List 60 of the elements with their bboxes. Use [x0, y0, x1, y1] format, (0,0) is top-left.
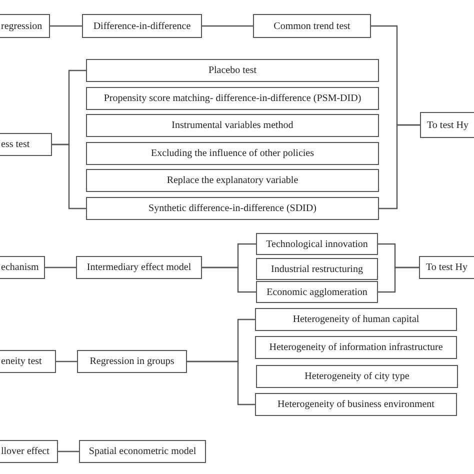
process-box — [0, 133, 52, 156]
box-label: ess test — [1, 139, 30, 150]
process-box — [255, 308, 457, 331]
process-box — [256, 281, 378, 303]
connector-line — [56, 360, 77, 362]
process-box — [253, 14, 371, 38]
connector-line — [45, 266, 76, 268]
box-label: Heterogeneity of business environment — [278, 399, 434, 410]
box-label: eneity test — [1, 356, 42, 367]
box-label: Spatial econometric model — [88, 446, 196, 457]
process-box — [0, 256, 45, 279]
box-label: Replace the explanatory variable — [166, 175, 298, 186]
process-box — [420, 112, 474, 138]
process-box — [82, 14, 202, 38]
process-box — [86, 197, 379, 220]
box-label: Instrumental variables method — [172, 120, 294, 131]
box-label: Industrial restructuring — [271, 264, 363, 274]
process-box — [0, 350, 56, 373]
connector-line — [187, 360, 255, 406]
process-box — [255, 336, 457, 359]
box-label: llover effect — [1, 446, 50, 457]
connector-line — [202, 25, 253, 27]
box-label: Economic agglomeration — [266, 286, 368, 298]
box-label: Technological innovation — [266, 238, 368, 250]
process-box — [86, 59, 379, 82]
process-box — [86, 169, 379, 192]
box-label: echanism — [1, 262, 39, 273]
process-box — [256, 233, 378, 255]
box-label: Propensity score matching- difference-in-difference (PSM-DID) — [104, 93, 362, 104]
box-label: To test Hy — [426, 262, 468, 273]
process-box — [256, 258, 378, 280]
connector-line — [378, 266, 419, 293]
process-box — [419, 256, 474, 279]
box-label: regression — [1, 20, 42, 32]
connector-line — [50, 25, 82, 27]
process-box — [79, 440, 206, 463]
connector-line — [202, 266, 256, 293]
box-label: Heterogeneity of information infrastructure — [269, 342, 443, 353]
process-box — [86, 114, 379, 137]
box-label: Excluding the influence of other policies — [150, 148, 314, 159]
box-label: Heterogeneity of city type — [304, 371, 410, 382]
process-box — [76, 256, 202, 279]
box-label: Synthetic difference-in-difference (SDID) — [148, 203, 316, 214]
process-box — [0, 14, 50, 38]
box-label: To test Hy — [427, 120, 469, 130]
process-box — [256, 365, 458, 388]
connector-line — [379, 124, 420, 210]
box-label: Common trend test — [274, 20, 350, 32]
box-label: Regression in groups — [90, 356, 174, 367]
process-box — [255, 393, 457, 416]
box-label: Placebo test — [208, 65, 257, 76]
process-box — [77, 350, 187, 373]
box-label: Difference-in-difference — [93, 20, 191, 32]
connector-line — [58, 450, 79, 452]
box-label: Intermediary effect model — [86, 262, 192, 273]
process-box — [86, 142, 379, 165]
process-box — [86, 87, 379, 110]
process-box — [0, 440, 58, 463]
connector-line — [52, 144, 86, 210]
box-label: Heterogeneity of human capital — [292, 314, 420, 325]
